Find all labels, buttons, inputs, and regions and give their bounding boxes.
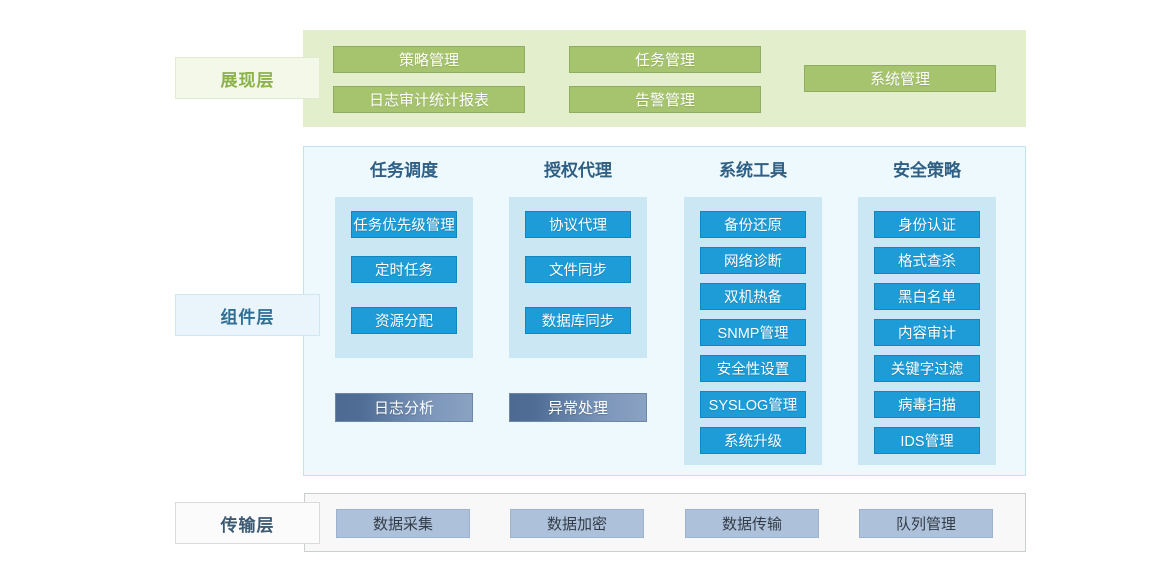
- column-title-label: 授权代理: [544, 160, 612, 180]
- component-button-label: 双机热备: [724, 290, 782, 306]
- component-button-label: SYSLOG管理: [708, 398, 798, 414]
- presentation-button-label: 策略管理: [398, 52, 459, 69]
- component-button-ids-management[interactable]: IDS管理: [874, 427, 980, 454]
- layer-tab-presentation-label: 展现层: [220, 70, 275, 90]
- transport-button-queue-management[interactable]: 队列管理: [859, 509, 993, 538]
- component-button-syslog-management[interactable]: SYSLOG管理: [700, 391, 806, 418]
- component-button-security-settings[interactable]: 安全性设置: [700, 355, 806, 382]
- presentation-button-label: 任务管理: [634, 52, 695, 69]
- component-button-resource-allocation[interactable]: 资源分配: [351, 307, 457, 334]
- component-button-virus-scan[interactable]: 病毒扫描: [874, 391, 980, 418]
- transport-button-label: 队列管理: [895, 516, 956, 533]
- component-column-title-security-policy: 安全策略: [858, 155, 996, 181]
- component-button-log-analysis[interactable]: 日志分析: [335, 393, 473, 422]
- column-title-label: 系统工具: [719, 160, 787, 180]
- transport-button-data-collection[interactable]: 数据采集: [336, 509, 470, 538]
- component-button-label: 格式查杀: [898, 254, 956, 270]
- component-button-format-scan-kill[interactable]: 格式查杀: [874, 247, 980, 274]
- transport-button-label: 数据传输: [721, 516, 782, 533]
- column-title-label: 安全策略: [893, 160, 961, 180]
- component-button-database-sync[interactable]: 数据库同步: [525, 307, 631, 334]
- presentation-button-policy-management[interactable]: 策略管理: [333, 46, 525, 73]
- presentation-button-audit-report[interactable]: 日志审计统计报表: [333, 86, 525, 113]
- component-button-content-audit[interactable]: 内容审计: [874, 319, 980, 346]
- component-button-label: 数据库同步: [541, 314, 615, 330]
- presentation-button-label: 告警管理: [634, 92, 695, 109]
- component-button-task-priority-management[interactable]: 任务优先级管理: [351, 211, 457, 238]
- presentation-button-task-management[interactable]: 任务管理: [569, 46, 761, 73]
- component-button-label: 异常处理: [547, 400, 608, 417]
- component-button-protocol-proxy[interactable]: 协议代理: [525, 211, 631, 238]
- component-button-label: 关键字过滤: [890, 362, 964, 378]
- component-button-label: 黑白名单: [898, 290, 956, 306]
- transport-button-data-transmission[interactable]: 数据传输: [685, 509, 819, 538]
- component-button-system-upgrade[interactable]: 系统升级: [700, 427, 806, 454]
- layer-tab-transport: 传输层: [175, 502, 320, 544]
- component-button-identity-authentication[interactable]: 身份认证: [874, 211, 980, 238]
- component-button-label: 资源分配: [375, 314, 433, 330]
- component-button-label: IDS管理: [900, 434, 954, 450]
- component-button-network-diagnostics[interactable]: 网络诊断: [700, 247, 806, 274]
- component-button-label: 病毒扫描: [898, 398, 956, 414]
- component-button-scheduled-task[interactable]: 定时任务: [351, 256, 457, 283]
- component-button-label: 协议代理: [549, 218, 607, 234]
- component-button-snmp-management[interactable]: SNMP管理: [700, 319, 806, 346]
- column-title-label: 任务调度: [370, 160, 438, 180]
- component-column-title-system-tools: 系统工具: [684, 155, 822, 181]
- layer-tab-transport-label: 传输层: [220, 515, 275, 535]
- layer-tab-presentation: 展现层: [175, 57, 320, 99]
- transport-button-label: 数据采集: [372, 516, 433, 533]
- component-column-title-task-scheduling: 任务调度: [335, 155, 473, 181]
- component-button-file-sync[interactable]: 文件同步: [525, 256, 631, 283]
- presentation-button-system-management[interactable]: 系统管理: [804, 65, 996, 92]
- presentation-button-label: 日志审计统计报表: [368, 92, 489, 109]
- component-button-label: 身份认证: [898, 218, 956, 234]
- component-button-label: 网络诊断: [724, 254, 782, 270]
- component-button-label: 备份还原: [724, 218, 782, 234]
- component-button-label: 任务优先级管理: [353, 218, 455, 234]
- layer-tab-component: 组件层: [175, 294, 320, 336]
- layer-tab-component-label: 组件层: [220, 307, 275, 327]
- component-button-dual-machine-hot-standby[interactable]: 双机热备: [700, 283, 806, 310]
- component-button-label: 文件同步: [549, 263, 607, 279]
- presentation-button-label: 系统管理: [869, 71, 930, 88]
- component-button-backup-restore[interactable]: 备份还原: [700, 211, 806, 238]
- component-button-label: 日志分析: [373, 400, 434, 417]
- transport-button-data-encryption[interactable]: 数据加密: [510, 509, 644, 538]
- component-button-label: 系统升级: [724, 434, 782, 450]
- component-button-label: 定时任务: [375, 263, 433, 279]
- component-button-label: 安全性设置: [716, 362, 790, 378]
- component-column-title-auth-proxy: 授权代理: [509, 155, 647, 181]
- transport-button-label: 数据加密: [546, 516, 607, 533]
- component-button-blacklist-whitelist[interactable]: 黑白名单: [874, 283, 980, 310]
- component-button-label: SNMP管理: [717, 326, 789, 342]
- component-button-keyword-filter[interactable]: 关键字过滤: [874, 355, 980, 382]
- component-button-exception-handling[interactable]: 异常处理: [509, 393, 647, 422]
- component-button-label: 内容审计: [898, 326, 956, 342]
- presentation-button-alarm-management[interactable]: 告警管理: [569, 86, 761, 113]
